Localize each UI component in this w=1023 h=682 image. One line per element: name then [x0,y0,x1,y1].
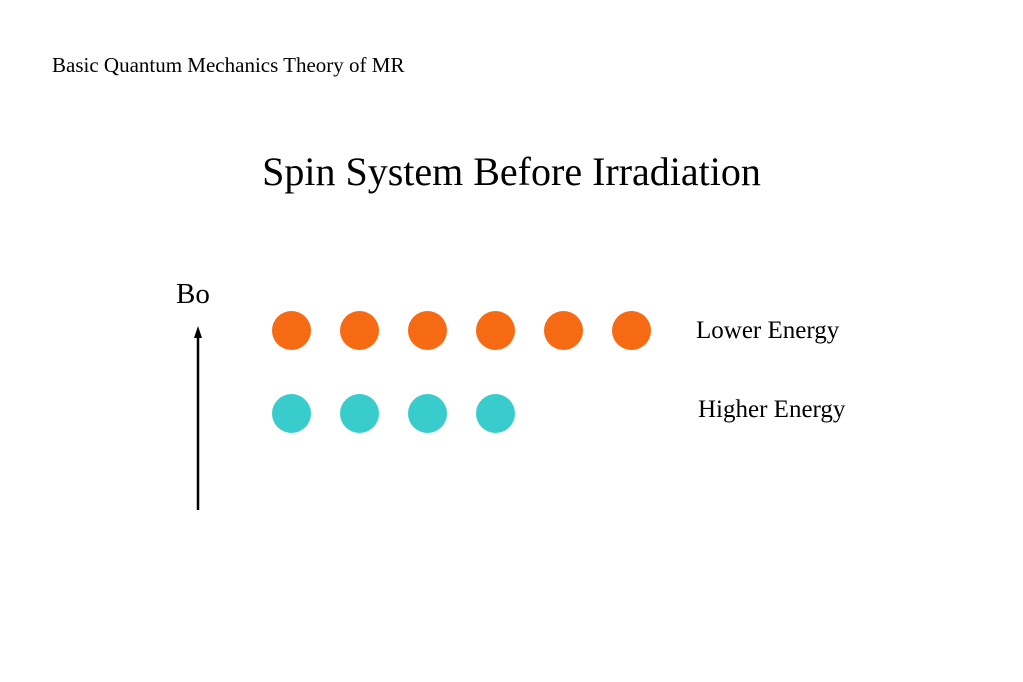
lower-energy-spin [544,311,583,350]
higher-energy-spin-row [272,394,515,433]
lower-energy-spin [408,311,447,350]
higher-energy-spin [408,394,447,433]
lower-energy-spin [272,311,311,350]
slide-title: Spin System Before Irradiation [262,149,761,194]
lower-energy-spin [476,311,515,350]
lower-energy-spin [340,311,379,350]
magnetic-field-label: Bo [176,278,210,310]
higher-energy-spin [272,394,311,433]
slide-header: Basic Quantum Mechanics Theory of MR [52,53,405,77]
lower-energy-spin [612,311,651,350]
magnetic-field-arrow [194,326,202,510]
lower-energy-label: Lower Energy [696,317,840,344]
higher-energy-spin [476,394,515,433]
higher-energy-label: Higher Energy [698,396,846,423]
lower-energy-spin-row [272,311,651,350]
higher-energy-spin [340,394,379,433]
